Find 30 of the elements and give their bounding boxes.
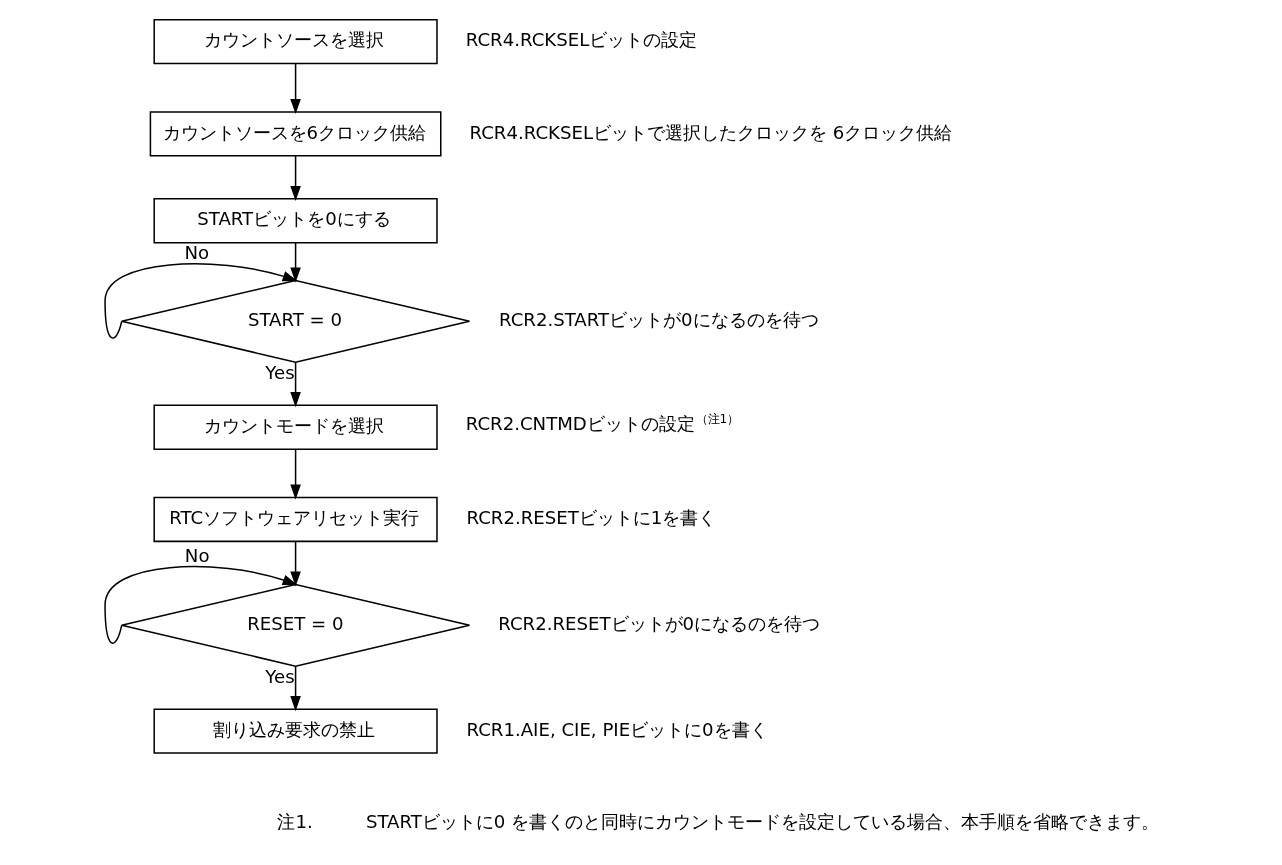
node-label: RCR2.STARTビットが0になるのを待つ (498, 309, 819, 331)
arrow (103, 263, 298, 339)
arrow (289, 541, 301, 587)
arrow (289, 665, 301, 712)
node-box: カウントモードを選択 (152, 404, 438, 450)
edge-label: Yes (264, 666, 295, 688)
edge-label: No (184, 544, 209, 566)
edge-label: No (184, 242, 209, 264)
node-box: カウントソースを6クロック供給 (149, 111, 441, 157)
label: 注1. (276, 811, 313, 833)
edge-label: Yes (264, 362, 295, 384)
node-label: RCR4.RCKSELビットの設定 (465, 29, 697, 51)
node-box: カウントソースを選択 (152, 18, 438, 65)
node-box: 割り込み要求の禁止 (152, 708, 438, 754)
arrow (289, 155, 301, 202)
node-label: RCR4.RCKSELビットで選択したクロックを 6クロック供給 (468, 121, 952, 143)
arrow (289, 448, 301, 500)
node-label: RCR2.CNTMDビットの設定$^{（注1）}$ (465, 412, 739, 435)
node-box: RTCソフトウェアリセット実行 (152, 496, 438, 543)
arrow (103, 565, 298, 644)
arrow (289, 361, 301, 408)
node-label: RCR2.RESETビットが0になるのを待つ (497, 612, 820, 634)
node-label: RCR2.RESETビットに1を書く (465, 507, 716, 529)
node-label: RCR1.AIE, CIE, PIEビットに0を書く (465, 718, 768, 740)
arrow (289, 242, 301, 283)
node-diamond: RESET = 0 (120, 583, 470, 667)
node-box: STARTビットを0にする (152, 198, 438, 244)
label: STARTビットに0 を書くのと同時にカウントモードを設定している場合、本手順を省略できます。 (365, 811, 1159, 833)
arrow (289, 63, 301, 115)
node-diamond: START = 0 (120, 279, 470, 363)
